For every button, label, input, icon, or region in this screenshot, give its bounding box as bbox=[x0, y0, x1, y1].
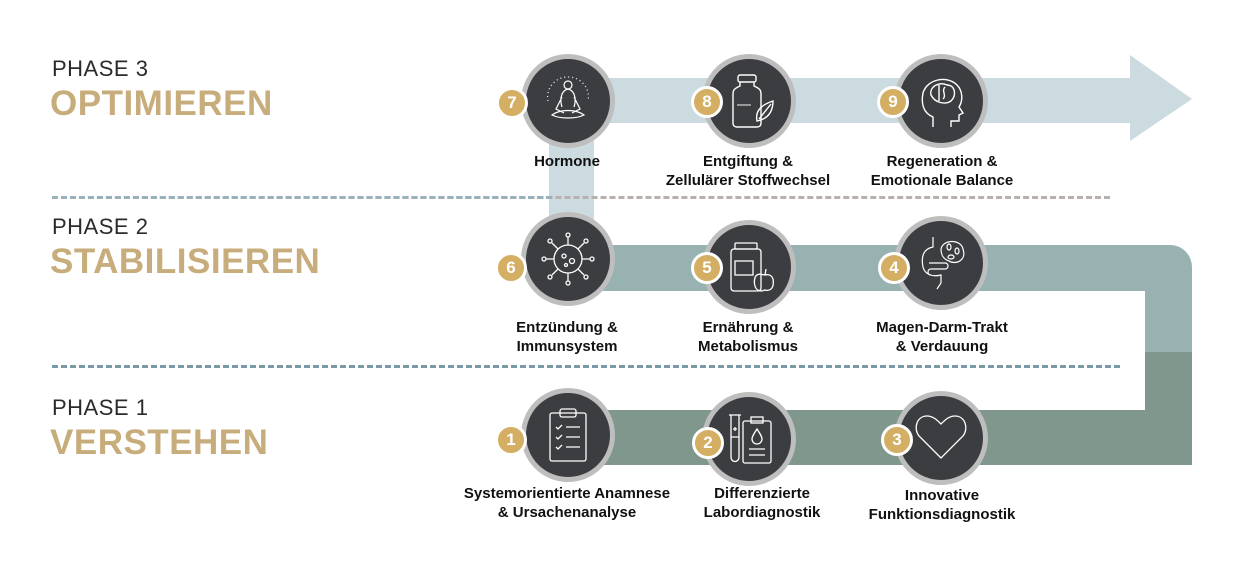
clipboard-checklist-icon bbox=[521, 388, 615, 482]
phase1-number: PHASE 1 bbox=[52, 395, 149, 420]
label-line: Regeneration & bbox=[886, 153, 998, 170]
connector-2-1-upper bbox=[1145, 280, 1192, 352]
phase3-title: OPTIMIEREN bbox=[50, 84, 273, 123]
label-line: Funktionsdiagnostik bbox=[868, 506, 1016, 523]
label-line: & Verdauung bbox=[895, 338, 989, 355]
phase2-title: STABILISIEREN bbox=[50, 242, 321, 281]
meditation-icon bbox=[521, 54, 615, 148]
phase1-title: VERSTEHEN bbox=[50, 423, 269, 462]
label-line: & Ursachenanalyse bbox=[497, 504, 637, 521]
step-label-6: Entzündung & Immunsystem bbox=[447, 318, 687, 356]
step-label-9: Regeneration & Emotionale Balance bbox=[822, 152, 1062, 190]
label-line: Labordiagnostik bbox=[703, 504, 821, 521]
connector-2-1-lower bbox=[1145, 352, 1192, 412]
label-line: Emotionale Balance bbox=[870, 172, 1014, 189]
step-label-8: Entgiftung & Zellulärer Stoffwechsel bbox=[628, 152, 868, 190]
phase3-band bbox=[590, 78, 1135, 123]
step-label-7: Hormone bbox=[447, 152, 687, 171]
step-badge-2: 2 bbox=[692, 427, 724, 459]
label-line: Ernährung & bbox=[702, 319, 794, 336]
label-line: Immunsystem bbox=[516, 338, 618, 355]
virus-icon bbox=[521, 212, 615, 306]
bottle-leaf-icon bbox=[702, 54, 796, 148]
step-badge-8: 8 bbox=[691, 86, 723, 118]
step-badge-6: 6 bbox=[495, 252, 527, 284]
label-line: Magen-Darm-Trakt bbox=[876, 319, 1008, 336]
phase2-number: PHASE 2 bbox=[52, 214, 149, 239]
label-line: Innovative bbox=[904, 487, 980, 504]
phase-divider bbox=[52, 196, 1110, 199]
label-line: Entzündung & bbox=[516, 319, 618, 336]
label-line: Hormone bbox=[534, 153, 600, 170]
arrow-head-icon bbox=[1130, 55, 1192, 141]
step-badge-5: 5 bbox=[691, 252, 723, 284]
lab-test-icon bbox=[702, 392, 796, 486]
nutrition-jar-icon bbox=[702, 220, 796, 314]
label-line: Metabolismus bbox=[697, 338, 799, 355]
label-line: Differenzierte bbox=[714, 485, 810, 502]
step-badge-4: 4 bbox=[878, 252, 910, 284]
label-line: Zellulärer Stoffwechsel bbox=[665, 172, 831, 189]
step-label-1: Systemorientierte Anamnese & Ursachenanal… bbox=[447, 484, 687, 522]
brain-head-icon bbox=[894, 54, 988, 148]
step-badge-3: 3 bbox=[881, 424, 913, 456]
phase-divider bbox=[52, 365, 1120, 368]
phase-divider bbox=[52, 196, 552, 199]
step-badge-1: 1 bbox=[495, 424, 527, 456]
step-label-4: Magen-Darm-Trakt & Verdauung bbox=[822, 318, 1062, 356]
step-badge-7: 7 bbox=[496, 87, 528, 119]
label-line: Entgiftung & bbox=[703, 153, 793, 170]
phase3-number: PHASE 3 bbox=[52, 56, 149, 81]
step-badge-9: 9 bbox=[877, 86, 909, 118]
step-label-5: Ernährung & Metabolismus bbox=[628, 318, 868, 356]
label-line: Systemorientierte Anamnese bbox=[463, 485, 671, 502]
